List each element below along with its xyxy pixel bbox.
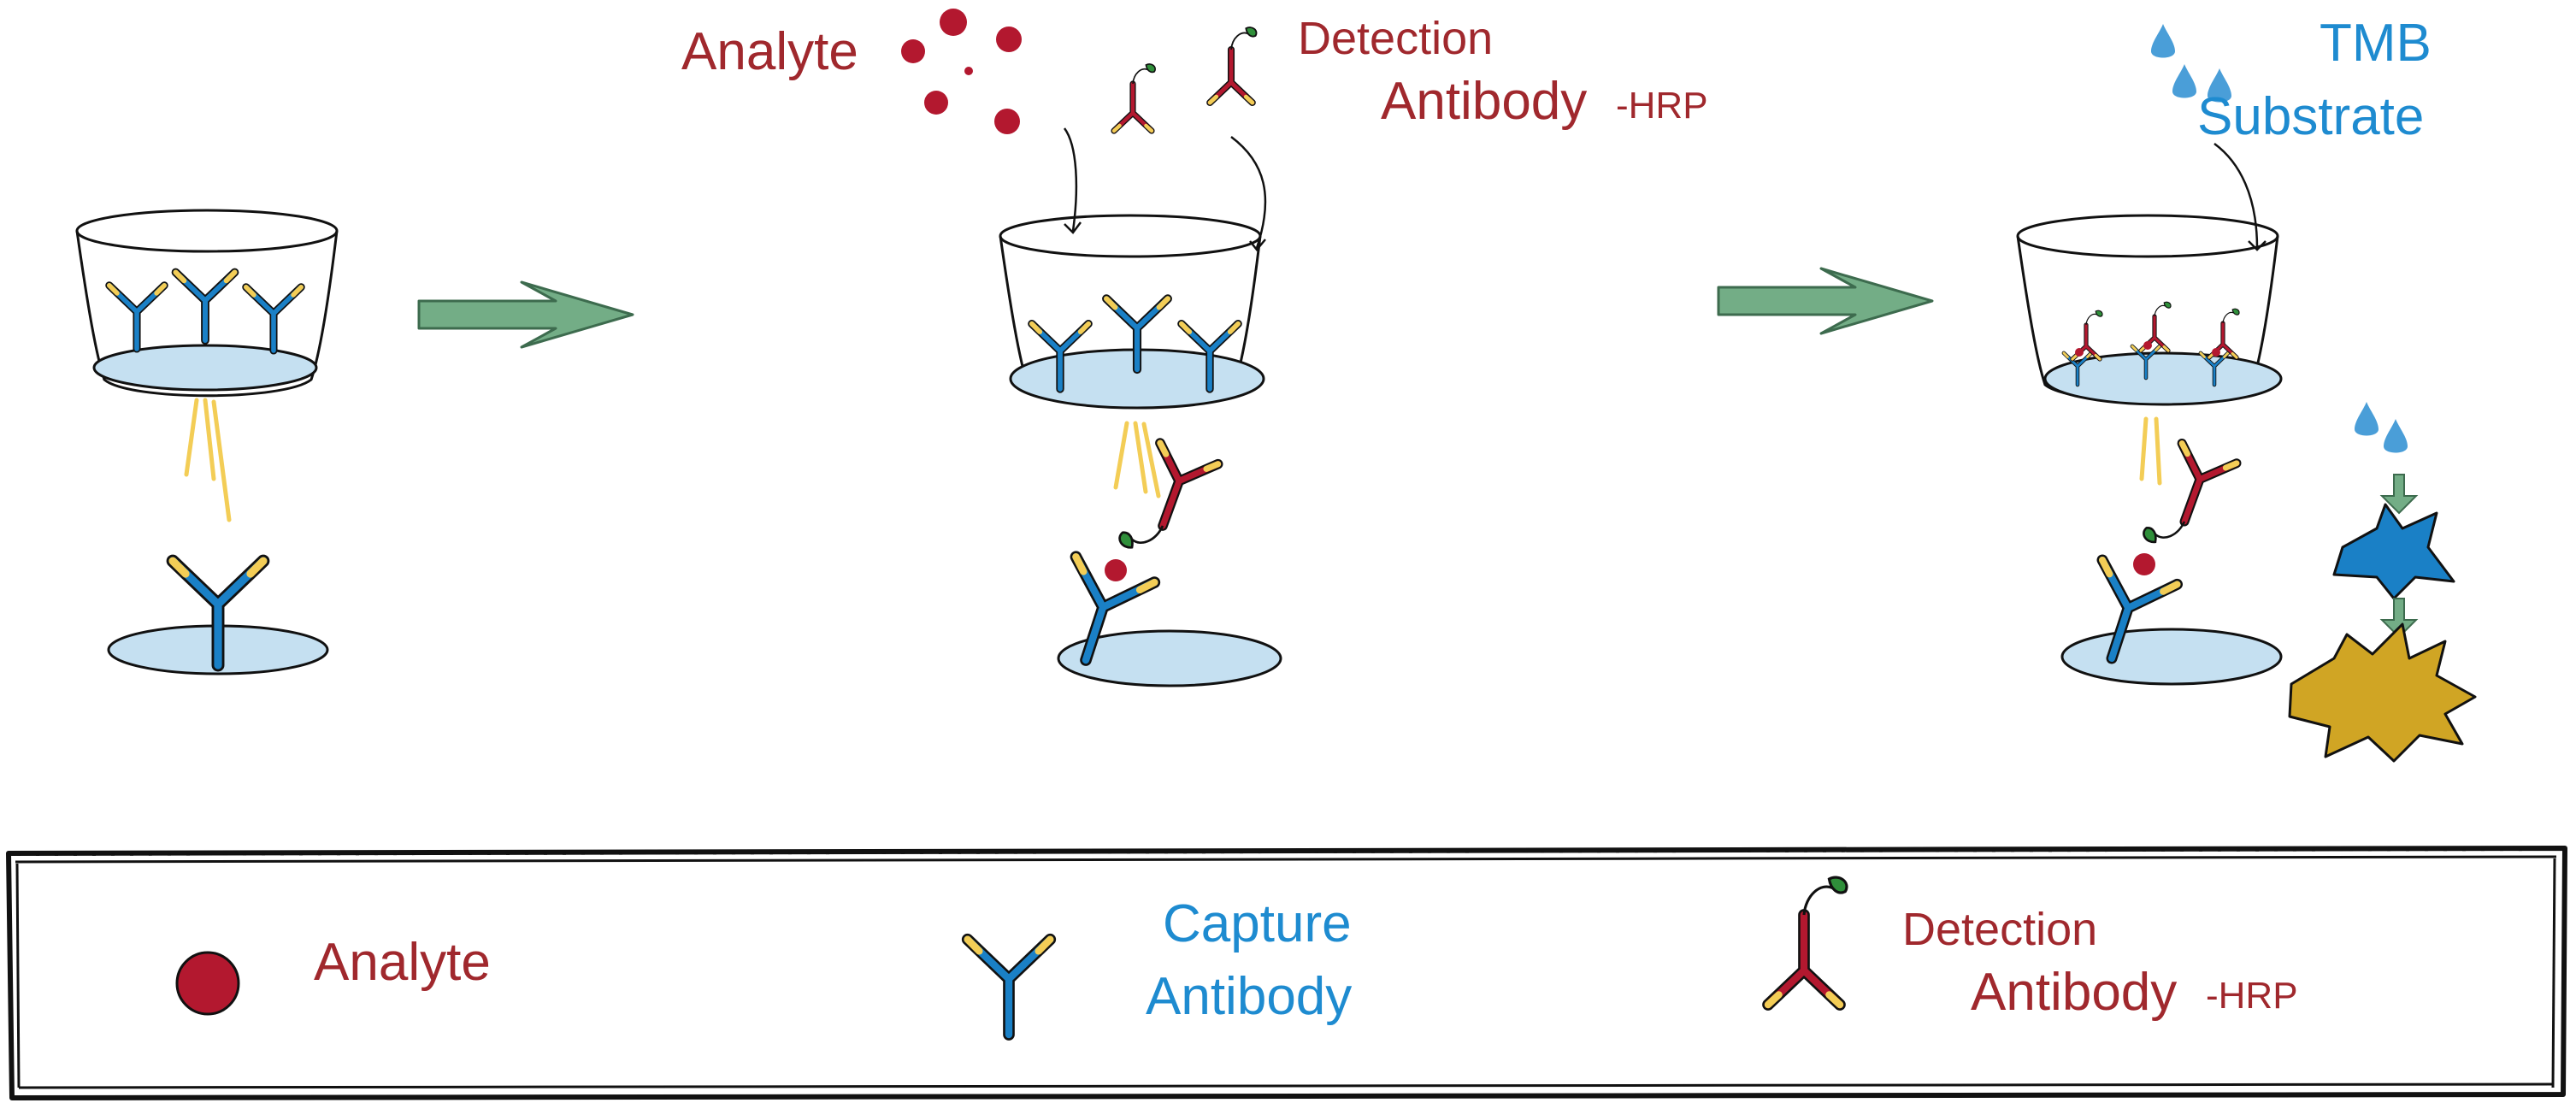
legend-hrp-label: -HRP bbox=[2206, 975, 2298, 1017]
plate-surface-icon bbox=[92, 344, 318, 392]
plate-surface-icon bbox=[2043, 351, 2283, 406]
legend-antibody-label: Antibody bbox=[1146, 967, 1353, 1026]
reaction-burst-icon bbox=[2288, 622, 2477, 763]
reaction-burst-icon bbox=[2332, 503, 2455, 600]
process-arrow-icon bbox=[1717, 267, 1934, 335]
small-arrow bbox=[2379, 598, 2419, 639]
step2-sandwich-formation bbox=[901, 9, 1282, 687]
step2-hrp-label: -HRP bbox=[1616, 85, 1708, 127]
process-arrow-icon bbox=[417, 280, 634, 349]
capture-antibody-icon bbox=[246, 287, 301, 351]
zoom-lines bbox=[184, 398, 232, 522]
legend-detection-antibody-label: Antibody bbox=[1971, 963, 2178, 1022]
capture-antibody-icon bbox=[176, 273, 235, 341]
detection-antibody-icon bbox=[1210, 27, 1256, 103]
pipette-arrow bbox=[2213, 142, 2267, 251]
detection-antibody-icon bbox=[1114, 64, 1155, 131]
analyte-dot-icon bbox=[2133, 553, 2155, 575]
detection-antibody-icon bbox=[2142, 441, 2237, 560]
legend-analyte-label: Analyte bbox=[314, 933, 491, 992]
step1-coated-well bbox=[75, 209, 339, 675]
capture-antibody-icon bbox=[109, 286, 164, 349]
step3-tmb-label: TMB bbox=[2320, 14, 2432, 73]
plate-surface-icon bbox=[2060, 628, 2283, 686]
step3-substrate-label: Substrate bbox=[2197, 87, 2425, 146]
detection-antibody-icon bbox=[1117, 441, 1218, 567]
analyte-dot-icon bbox=[175, 951, 240, 1016]
legend-detection-label: Detection bbox=[1902, 904, 2098, 955]
step2-analyte-label: Analyte bbox=[681, 22, 858, 81]
legend-capture-label: Capture bbox=[1163, 894, 1352, 953]
zoom-lines bbox=[2139, 416, 2162, 486]
analyte-dot-icon bbox=[901, 9, 1022, 134]
mini-sandwich-group bbox=[2064, 302, 2239, 385]
analyte-dot-icon bbox=[1105, 559, 1127, 581]
substrate-drop-icon bbox=[2355, 402, 2408, 453]
detection-antibody-icon bbox=[1768, 877, 1847, 1005]
plate-surface-icon bbox=[1057, 629, 1282, 687]
legend-box bbox=[6, 846, 2567, 1100]
pipette-arrow bbox=[1063, 127, 1267, 251]
small-arrow bbox=[2379, 474, 2419, 515]
step2-detection-label: Detection bbox=[1298, 13, 1494, 64]
step3-substrate-detection bbox=[2016, 24, 2477, 763]
zoom-lines bbox=[1113, 421, 1161, 498]
step2-antibody-label: Antibody bbox=[1381, 72, 1588, 131]
capture-antibody-icon bbox=[968, 940, 1051, 1035]
